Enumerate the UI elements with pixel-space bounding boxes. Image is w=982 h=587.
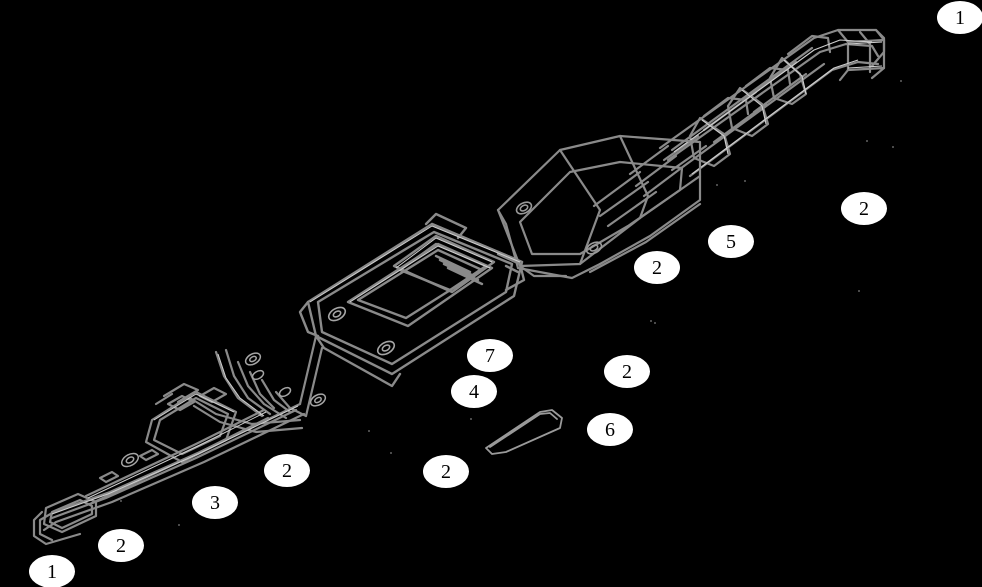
rear-frame-highlights <box>673 39 883 175</box>
center-floor-panel <box>496 134 702 280</box>
callout-bubble-5[interactable]: 5 <box>708 225 754 258</box>
callout-bubble-3[interactable]: 3 <box>192 486 238 519</box>
callout-bubble-2[interactable]: 2 <box>98 529 144 562</box>
detached-cover-plate <box>485 409 563 455</box>
skid-plate-assembly <box>298 212 526 388</box>
center-floor-fasteners <box>515 201 603 255</box>
callout-bubble-1[interactable]: 1 <box>29 555 75 587</box>
callout-bubble-4[interactable]: 4 <box>451 375 497 408</box>
callout-bubble-2[interactable]: 2 <box>634 251 680 284</box>
callout-bubble-1[interactable]: 1 <box>937 1 982 34</box>
front-subframe-highlights <box>51 353 299 515</box>
callout-bubble-7[interactable]: 7 <box>467 339 513 372</box>
front-subframe-section <box>32 334 324 546</box>
callout-bubble-2[interactable]: 2 <box>264 454 310 487</box>
callout-bubble-2[interactable]: 2 <box>604 355 650 388</box>
callout-bubble-2[interactable]: 2 <box>841 192 887 225</box>
skid-plate-highlights <box>309 225 521 303</box>
callout-bubble-2[interactable]: 2 <box>423 455 469 488</box>
diagram-speckles <box>120 80 902 526</box>
front-subframe-fasteners <box>120 352 327 468</box>
skid-plate-fasteners <box>327 306 396 356</box>
callout-bubble-6[interactable]: 6 <box>587 413 633 446</box>
